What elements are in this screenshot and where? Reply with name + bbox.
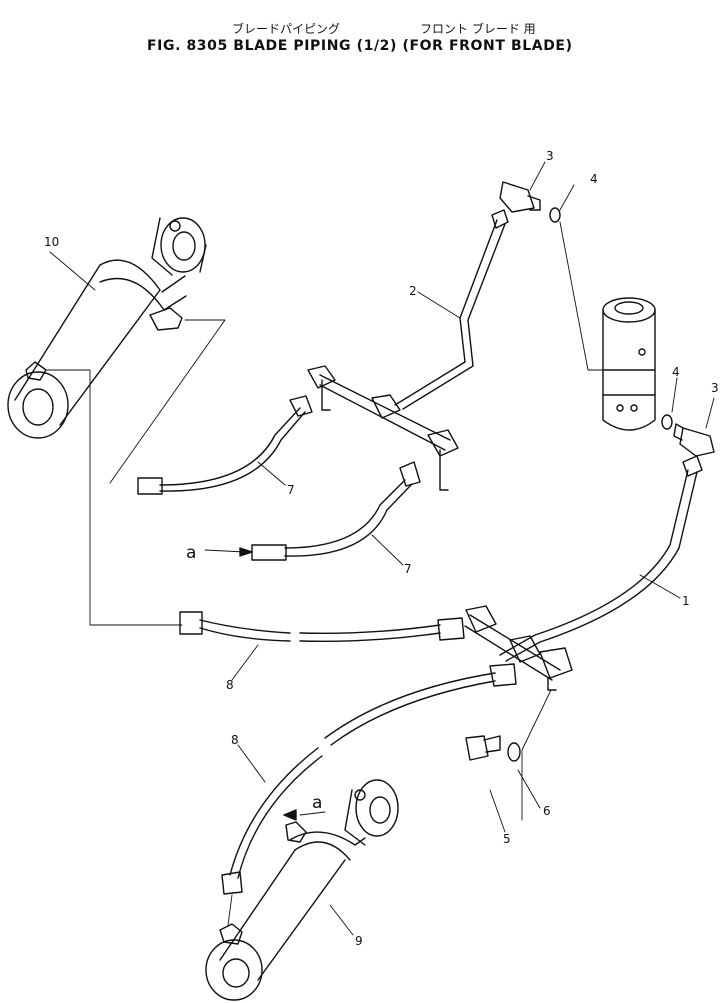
japanese-title-right: フロント ブレード 用 xyxy=(420,22,536,36)
swivel-joint xyxy=(602,297,656,431)
callout-7-lower: 7 xyxy=(404,562,412,576)
elbow-fitting-3-upper xyxy=(499,181,541,213)
hose-8-upper xyxy=(179,611,465,643)
pipe-1 xyxy=(464,455,703,691)
callout-1: 1 xyxy=(682,594,690,608)
japanese-title: ブレードパイピング フロント ブレード 用 xyxy=(0,20,722,38)
blade-lift-cylinder-lower xyxy=(205,779,399,1001)
hose-7-lower xyxy=(251,461,421,561)
figure-title: FIG. 8305 BLADE PIPING (1/2) (FOR FRONT … xyxy=(147,38,573,54)
connection-lines xyxy=(46,161,715,936)
callout-4-lower: 4 xyxy=(672,365,680,379)
pipe-2 xyxy=(307,209,509,491)
arrow-a-upper xyxy=(239,547,253,557)
arrow-a-lower xyxy=(283,809,297,821)
callout-7-upper: 7 xyxy=(287,483,295,497)
japanese-title-left: ブレードパイピング xyxy=(232,22,341,36)
o-ring-4-lower xyxy=(661,414,673,430)
callout-6: 6 xyxy=(543,804,551,818)
callout-2: 2 xyxy=(409,284,417,298)
hose-8-lower xyxy=(221,663,517,895)
callout-10: 10 xyxy=(44,235,59,249)
elbow-fitting-3-lower xyxy=(673,423,715,457)
o-ring-4-upper xyxy=(549,207,561,223)
bolt-5 xyxy=(465,735,501,761)
callout-4-upper: 4 xyxy=(590,172,598,186)
callout-9: 9 xyxy=(355,934,363,948)
washer-6 xyxy=(507,742,521,762)
callout-8-lower: 8 xyxy=(231,733,239,747)
callout-8-upper: 8 xyxy=(226,678,234,692)
callout-3-lower: 3 xyxy=(711,381,719,395)
reference-a-upper: a xyxy=(186,543,196,563)
reference-a-lower: a xyxy=(312,793,322,813)
blade-lift-cylinder-upper xyxy=(7,217,207,439)
callout-3-upper: 3 xyxy=(546,149,554,163)
hose-7-upper xyxy=(137,395,313,495)
callout-5: 5 xyxy=(503,832,511,846)
